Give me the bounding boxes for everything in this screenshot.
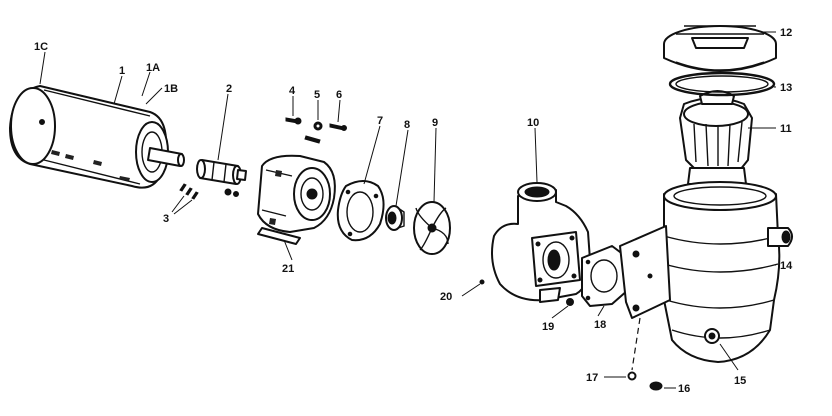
- gasket: [336, 180, 385, 242]
- callout-13: 13: [780, 82, 792, 94]
- callout-2: 2: [226, 83, 232, 95]
- callout-labels: 1C 1 1A 1B 2 3 4 5 6 7 8 9 10 11 12 13 1…: [34, 27, 793, 395]
- callout-17: 17: [586, 372, 598, 384]
- drain-plug-washer: [627, 371, 637, 381]
- strainer-cover: [663, 25, 777, 72]
- cover-o-ring: [668, 71, 776, 97]
- callout-7: 7: [377, 115, 383, 127]
- callout-12: 12: [780, 27, 792, 39]
- callout-1c: 1C: [34, 41, 48, 53]
- callout-20: 20: [440, 291, 452, 303]
- flange-gasket: [581, 245, 629, 307]
- callout-5: 5: [314, 89, 320, 101]
- pump-housing: [491, 182, 591, 303]
- callout-10: 10: [527, 117, 539, 129]
- callout-11: 11: [780, 123, 792, 135]
- motor-screws: [179, 183, 239, 200]
- callout-3: 3: [163, 213, 169, 225]
- callout-9: 9: [432, 117, 438, 129]
- callout-4: 4: [289, 85, 296, 97]
- callout-8: 8: [404, 119, 410, 131]
- flange-bolt: [566, 298, 574, 306]
- callout-21: 21: [282, 263, 294, 275]
- strainer-pot: [619, 181, 793, 363]
- callout-1a: 1A: [146, 62, 160, 74]
- callout-14: 14: [780, 260, 793, 272]
- callout-1b: 1B: [164, 83, 178, 95]
- callout-6: 6: [336, 89, 342, 101]
- leader-lines: [39, 31, 776, 389]
- callout-19: 19: [542, 321, 554, 333]
- shaft-seal: [385, 205, 405, 231]
- small-bolts: [285, 117, 347, 144]
- drain-plug: [649, 381, 663, 391]
- drain-washer: [479, 279, 485, 285]
- callout-15: 15: [734, 375, 746, 387]
- seal-plate-adapter: [257, 154, 336, 245]
- callout-18: 18: [594, 319, 606, 331]
- motor: [9, 85, 185, 189]
- shaft-extension: [196, 159, 247, 185]
- strainer-basket: [679, 90, 753, 185]
- callout-1: 1: [119, 65, 125, 77]
- impeller: [413, 201, 451, 255]
- callout-16: 16: [678, 383, 690, 395]
